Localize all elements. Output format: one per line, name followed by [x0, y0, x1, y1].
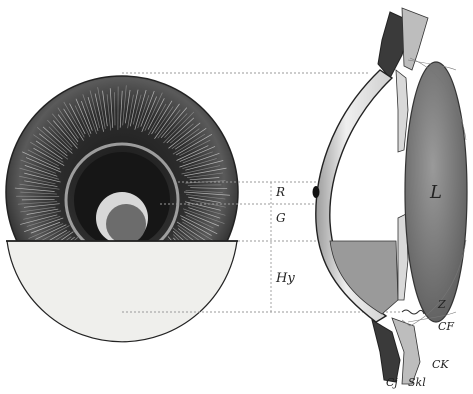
hypopyon: [7, 241, 237, 342]
label-skl: Skl: [408, 376, 426, 389]
label-g: G: [276, 211, 286, 225]
label-z: Z: [437, 298, 446, 311]
label-hy: Hy: [275, 271, 295, 286]
ciliary-processes: [402, 310, 424, 314]
label-r: R: [275, 185, 285, 199]
label-cj: Cj: [386, 376, 398, 389]
pupil-margin-dot: [313, 186, 320, 198]
lens-core: [106, 204, 146, 244]
label-l: L: [429, 182, 442, 203]
label-cf: CF: [438, 320, 454, 333]
iris-section-upper: [396, 70, 408, 152]
label-ck: CK: [432, 358, 449, 371]
front-view-eye: [6, 76, 238, 342]
